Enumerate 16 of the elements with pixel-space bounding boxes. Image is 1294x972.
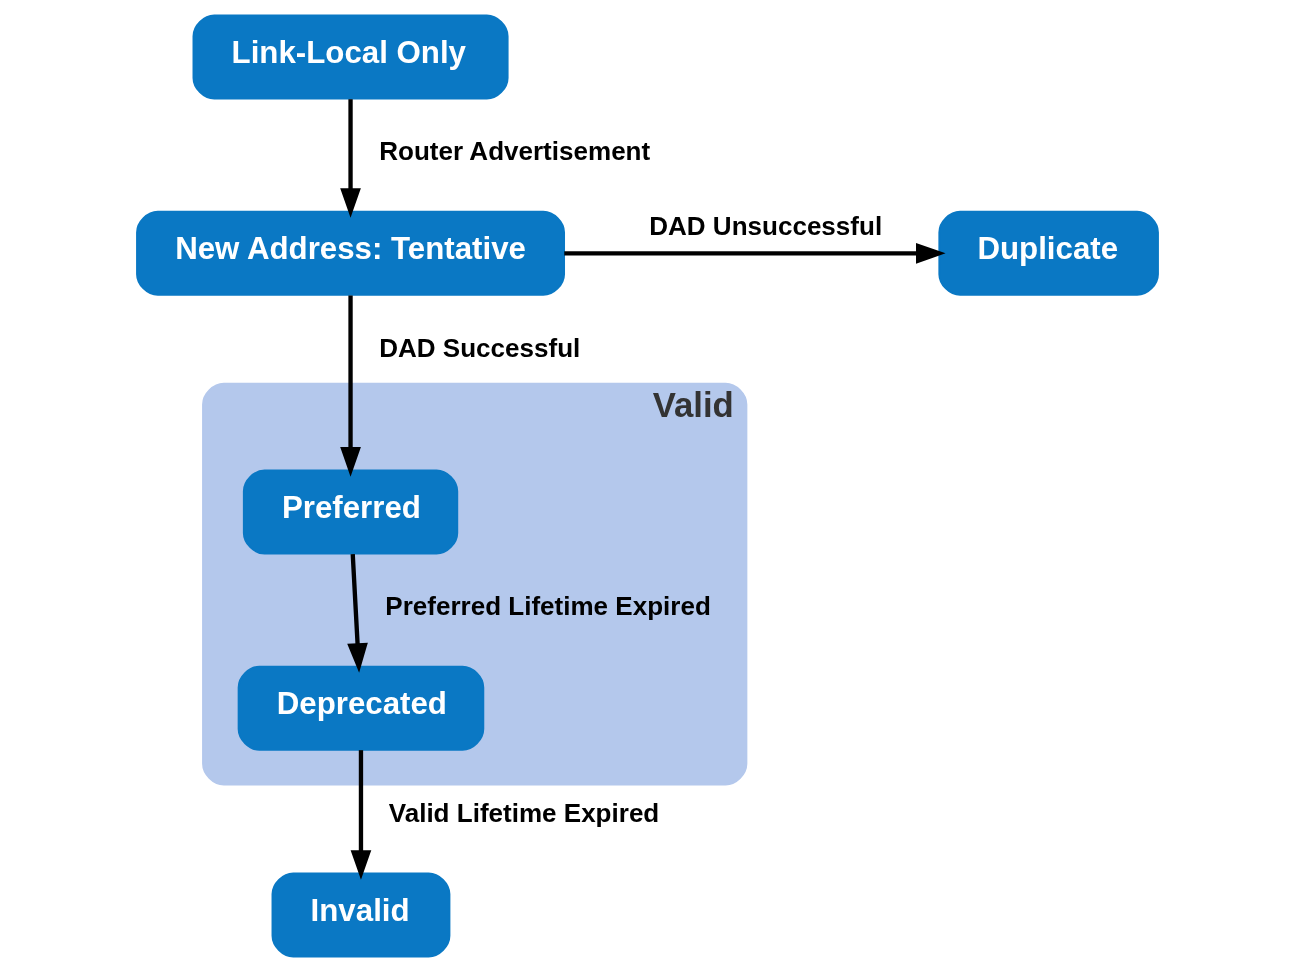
- node-box: New Address: Tentative: [135, 210, 565, 296]
- arrow: [339, 295, 361, 477]
- node-box: Link-Local Only: [192, 14, 509, 100]
- node-box: Duplicate: [937, 210, 1159, 296]
- arrow: [563, 242, 946, 264]
- arrow: [346, 554, 368, 673]
- edge-label: Router Advertisement: [378, 136, 650, 167]
- edge-label: Valid Lifetime Expired: [388, 798, 659, 829]
- node-box: Invalid: [271, 872, 450, 958]
- edge-label: DAD Unsuccessful: [648, 211, 882, 242]
- arrow: [339, 99, 361, 218]
- node-box: Deprecated: [237, 665, 484, 751]
- node-box: Preferred: [242, 469, 458, 555]
- edge-label: Preferred Lifetime Expired: [384, 591, 711, 622]
- edge-label: DAD Successful: [378, 332, 580, 363]
- arrow: [350, 750, 371, 880]
